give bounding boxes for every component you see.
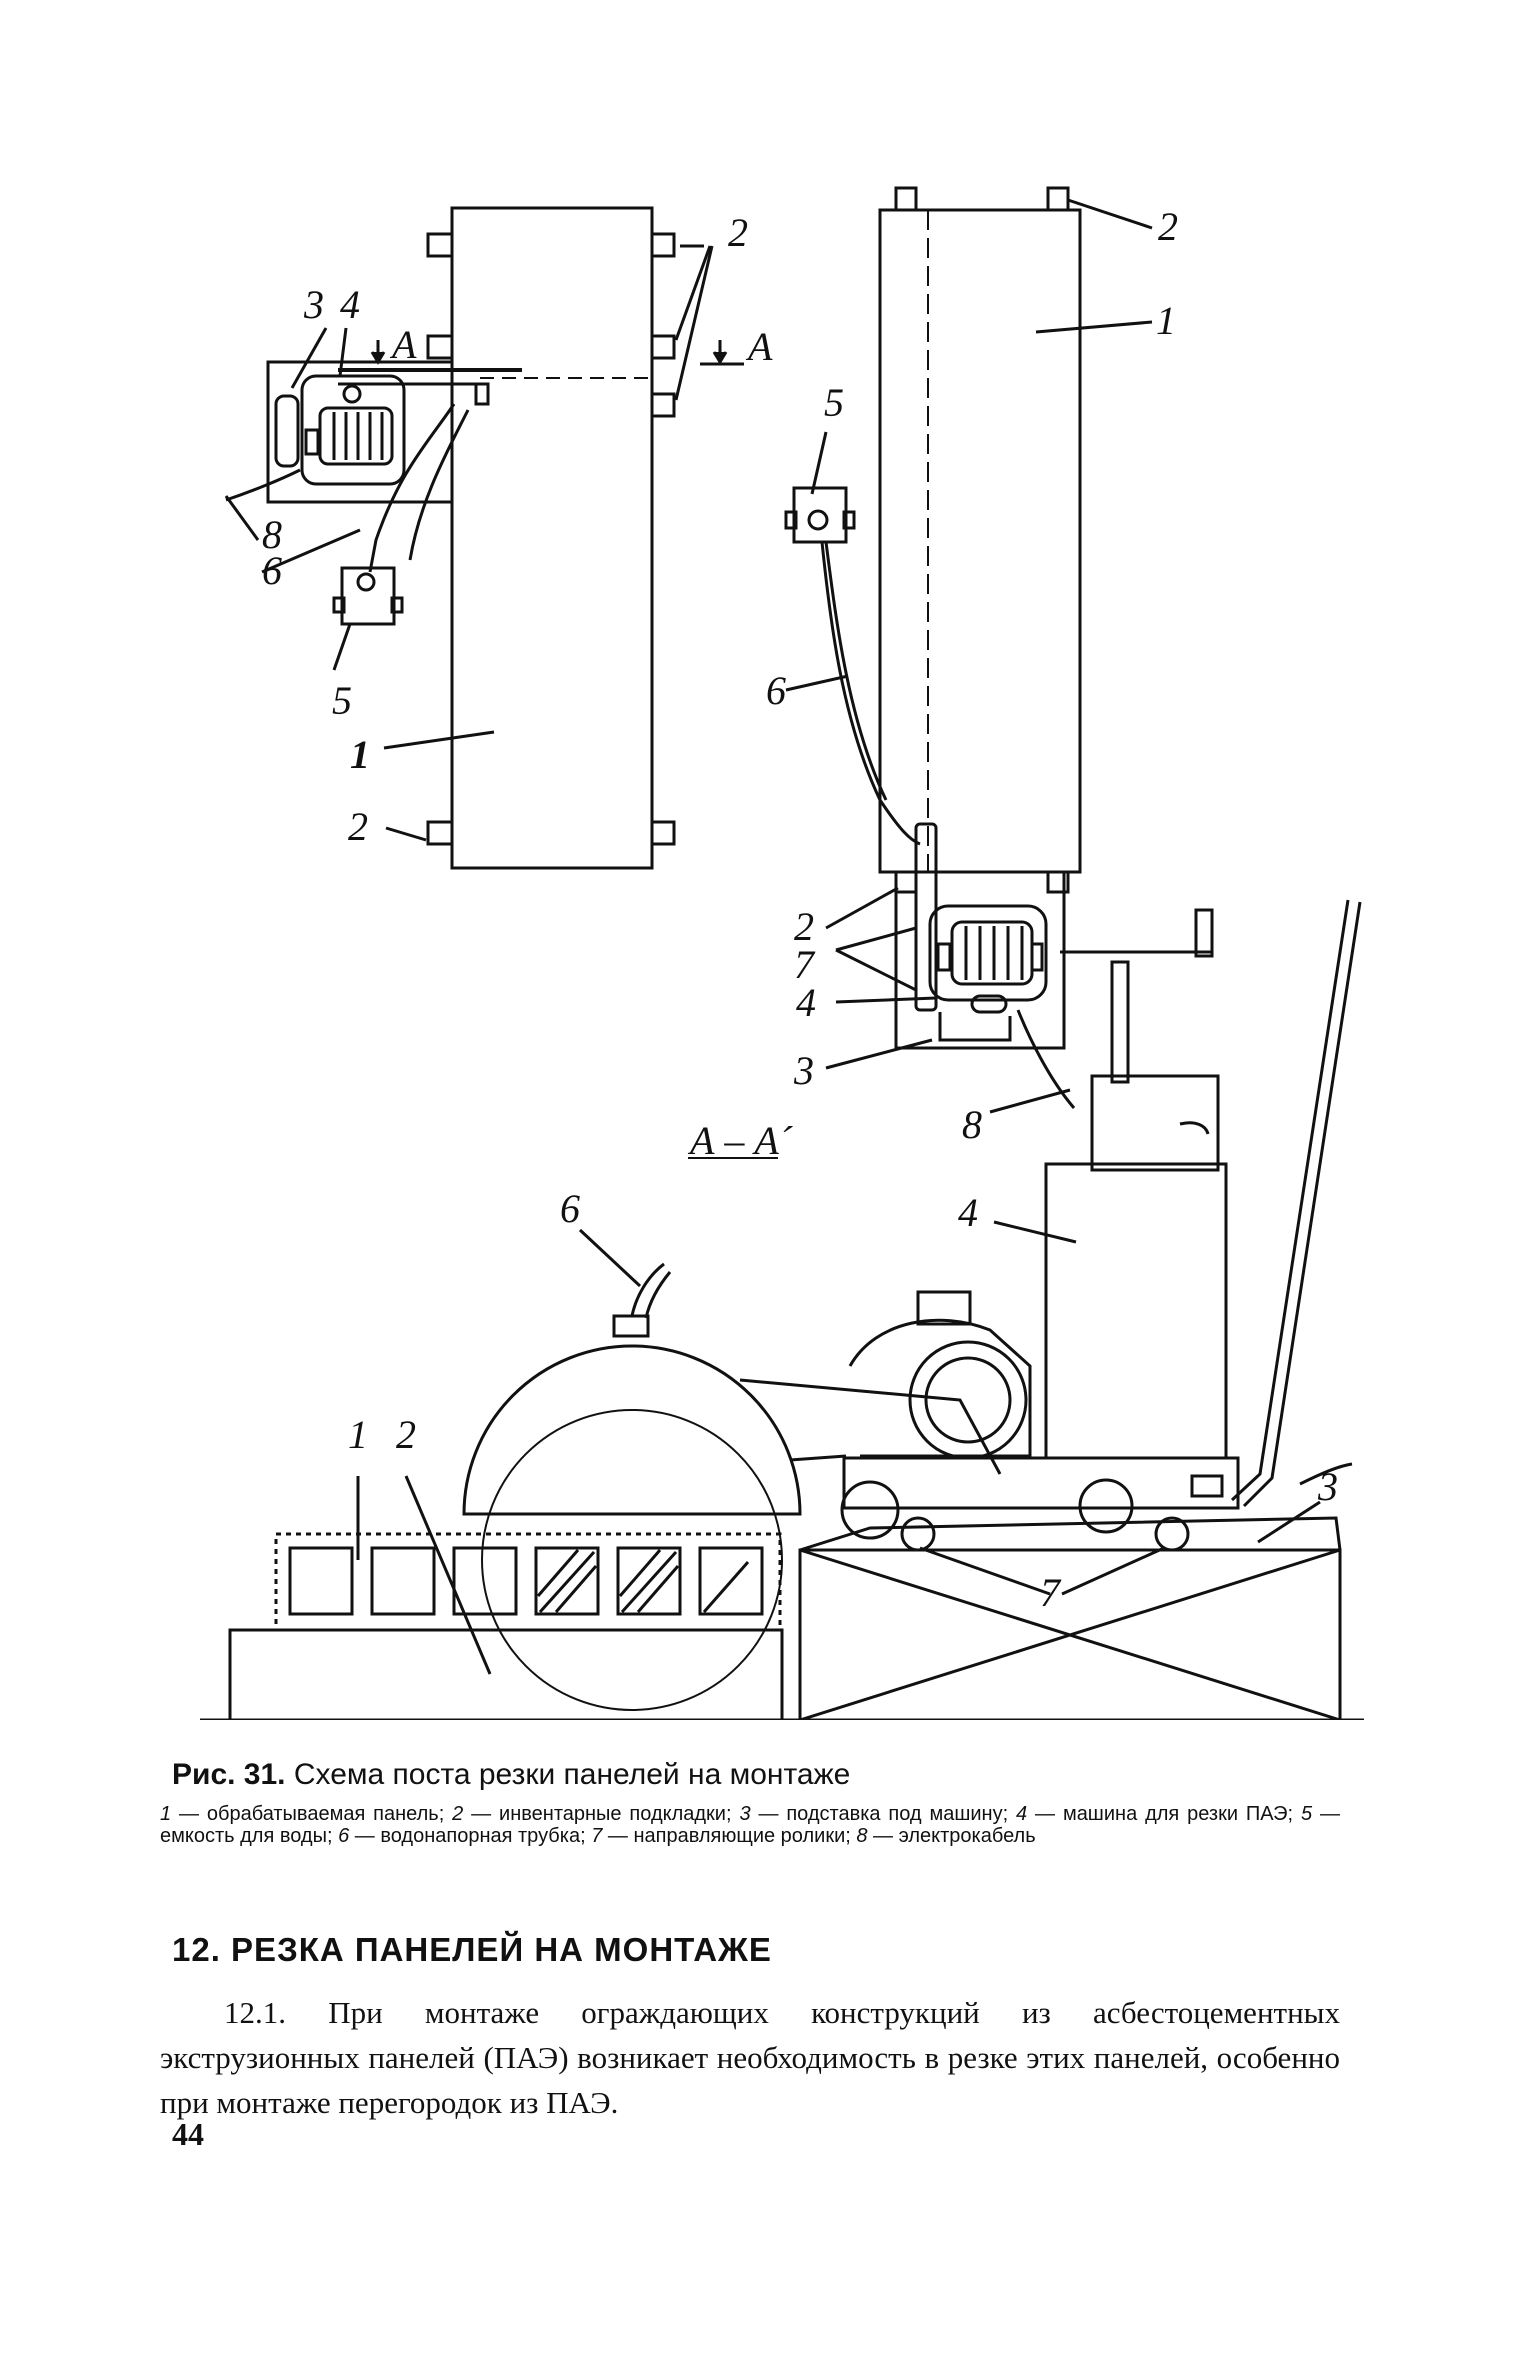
label-tl-1: 1: [350, 732, 370, 777]
blade-guard: [462, 1344, 802, 1516]
label-tr-8: 8: [962, 1102, 982, 1147]
figure-labels: 3 4 А 2 А 8 6 5 1 2 2 1 5 6 2 7 4 3 8 А …: [262, 204, 1338, 1615]
carriage: [842, 1456, 1240, 1510]
left-view: [224, 206, 744, 870]
figure-title: Схема поста резки панелей на монтаже: [293, 1758, 851, 1791]
legend-text-5: емкость для воды;: [160, 1825, 333, 1847]
section-heading: 12. РЕЗКА ПАНЕЛЕЙ НА МОНТАЖЕ: [172, 1931, 772, 1968]
label-b-6: 6: [560, 1186, 580, 1231]
right-water-tank: [792, 486, 848, 544]
left-machine: [300, 374, 406, 486]
label-tl-3: 3: [303, 282, 324, 327]
left-water-tank: [340, 566, 396, 626]
figure-legend: 1 — обрабатываемая панель; 2 — инвентарн…: [160, 1803, 1341, 1847]
label-tl-2: 2: [728, 210, 748, 255]
label-tl-4: 4: [340, 282, 360, 327]
legend-num-1: 1: [160, 1803, 172, 1825]
label-b-2: 2: [396, 1412, 416, 1457]
legend-num-2: 2: [452, 1803, 464, 1825]
label-tr-5: 5: [824, 380, 844, 425]
machine-column: [1044, 1162, 1228, 1460]
page-number: 44: [172, 2116, 204, 2152]
figure-number: Рис. 31.: [172, 1758, 286, 1791]
handle: [1230, 899, 1350, 1502]
legend-num-7: 7: [591, 1825, 603, 1847]
label-tl-a1: А: [389, 322, 417, 367]
section-view: [200, 899, 1364, 1720]
legend-num-6: 6: [338, 1825, 350, 1847]
label-tl-2b: 2: [348, 804, 368, 849]
label-tr-7: 7: [794, 942, 816, 987]
label-tl-5: 5: [332, 678, 352, 723]
legend-num-4: 4: [1016, 1803, 1028, 1825]
legend-text-7: направляющие ролики;: [633, 1825, 851, 1847]
motor-housing: [916, 1290, 972, 1326]
left-stand: [266, 360, 454, 504]
legend-text-2: инвентарные подкладки;: [499, 1803, 732, 1825]
legend-text-4: машина для резки ПАЭ;: [1062, 1803, 1294, 1825]
right-machine: [928, 904, 1048, 1002]
label-tr-6: 6: [766, 668, 786, 713]
label-tl-6: 6: [262, 548, 282, 593]
body-paragraph: 12.1. При монтаже ограждающих конструкци…: [160, 1995, 1340, 2120]
legend-text-1: обрабатываемая панель;: [206, 1803, 445, 1825]
machine-stand: [798, 1548, 1342, 1720]
legend-text-8: электрокабель: [898, 1825, 1036, 1847]
legend-num-3: 3: [739, 1803, 751, 1825]
label-b-7: 7: [1040, 1570, 1062, 1615]
label-tl-8: 8: [262, 512, 282, 557]
technical-drawing: 3 4 А 2 А 8 6 5 1 2 2 1 5 6 2 7 4 3 8 А …: [200, 186, 1364, 1720]
left-panel: [450, 206, 654, 870]
label-b-1: 1: [348, 1412, 368, 1457]
support-block: [228, 1628, 784, 1720]
label-tr-2b: 2: [794, 904, 814, 949]
right-panel: [878, 208, 1082, 874]
right-view: [784, 186, 1153, 1114]
label-tr-2: 2: [1158, 204, 1178, 249]
label-tr-3: 3: [793, 1048, 814, 1093]
legend-num-5: 5: [1301, 1803, 1313, 1825]
label-tr-1: 1: [1156, 298, 1176, 343]
section-label: А – А´: [687, 1118, 793, 1163]
label-tl-a2: А: [745, 324, 773, 369]
legend-num-8: 8: [856, 1825, 868, 1847]
figure-caption: Рис. 31. Схема поста резки панелей на мо…: [172, 1755, 1372, 1795]
right-stand: [894, 870, 1066, 1050]
legend-text-3: подставка под машину;: [786, 1803, 1009, 1825]
label-tr-4: 4: [796, 980, 816, 1025]
legend-text-6: водонапорная трубка;: [380, 1825, 586, 1847]
label-b-4: 4: [958, 1190, 978, 1235]
label-b-3: 3: [1317, 1464, 1338, 1509]
